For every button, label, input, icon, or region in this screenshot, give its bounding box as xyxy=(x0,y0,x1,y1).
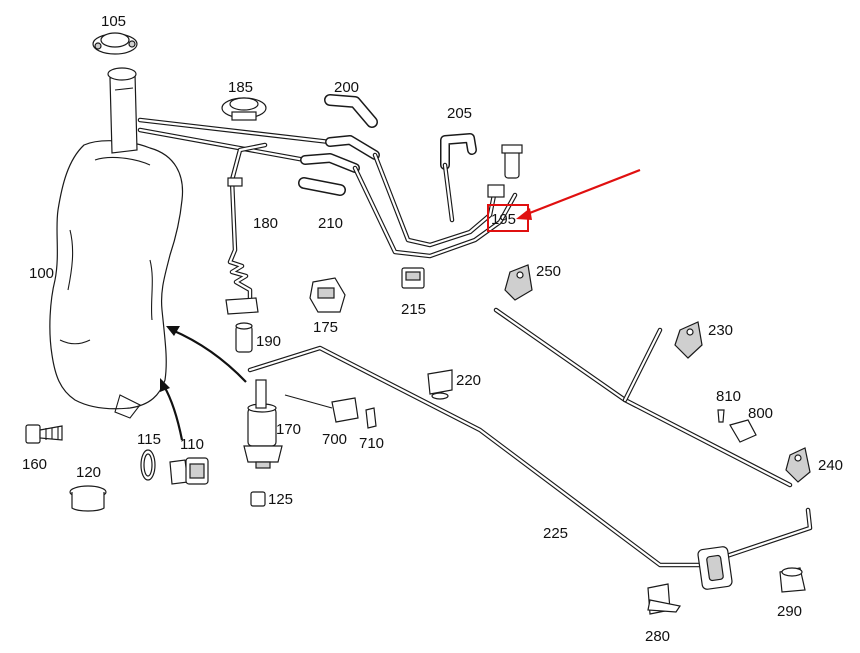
part-240-nozzle xyxy=(785,447,811,483)
label-280: 280 xyxy=(645,628,670,645)
part-710-seal xyxy=(365,407,377,429)
label-230: 230 xyxy=(708,322,733,339)
label-200: 200 xyxy=(334,79,359,96)
part-800-clip xyxy=(729,419,757,443)
part-210-hose xyxy=(298,177,346,196)
part-195-connector xyxy=(487,144,523,198)
label-185: 185 xyxy=(228,79,253,96)
part-225-rear-line xyxy=(247,345,813,568)
part-160-bolt xyxy=(25,424,63,444)
part-205-hose xyxy=(352,133,518,259)
label-110: 110 xyxy=(180,436,204,453)
rear-wiper-lines xyxy=(493,307,793,488)
part-220-clip xyxy=(427,369,453,400)
label-120: 120 xyxy=(76,464,101,481)
label-100: 100 xyxy=(29,265,54,282)
part-125-grommet xyxy=(250,491,266,507)
part-115-seal xyxy=(140,449,156,481)
label-700: 700 xyxy=(322,431,347,448)
label-240: 240 xyxy=(818,457,843,474)
part-225-grommet xyxy=(697,546,733,590)
label-160: 160 xyxy=(22,456,47,473)
label-115: 115 xyxy=(137,431,161,448)
connector-fittings xyxy=(300,135,380,173)
label-125: 125 xyxy=(268,491,293,508)
highlight-arrow xyxy=(516,168,641,220)
label-710: 710 xyxy=(359,435,384,452)
assembly-arrows xyxy=(160,326,247,441)
label-800: 800 xyxy=(748,405,773,422)
part-250-nozzle xyxy=(504,264,533,301)
part-280-clip xyxy=(647,583,681,615)
label-225: 225 xyxy=(543,525,568,542)
part-105-cap xyxy=(92,32,138,55)
label-105: 105 xyxy=(101,13,126,30)
part-810-pin xyxy=(717,409,725,423)
label-290: 290 xyxy=(777,603,802,620)
part-290-clip xyxy=(779,567,806,593)
part-200-hose xyxy=(324,94,378,128)
part-190-sleeve xyxy=(235,322,253,353)
label-250: 250 xyxy=(536,263,561,280)
label-215: 215 xyxy=(401,301,426,318)
part-100-reservoir xyxy=(49,67,184,419)
label-170: 170 xyxy=(276,421,301,438)
part-175-bracket xyxy=(309,277,346,313)
label-190: 190 xyxy=(256,333,281,350)
part-185-grommet xyxy=(221,97,267,121)
part-180-line xyxy=(225,142,268,315)
part-700-sensor xyxy=(284,394,359,423)
label-210: 210 xyxy=(318,215,343,232)
label-205: 205 xyxy=(447,105,472,122)
highlight-box xyxy=(487,204,529,232)
label-175: 175 xyxy=(313,319,338,336)
part-215-clip xyxy=(401,267,425,289)
label-220: 220 xyxy=(456,372,481,389)
label-810: 810 xyxy=(716,388,741,405)
label-195: 195 xyxy=(491,211,516,228)
label-180: 180 xyxy=(253,215,278,232)
part-230-nozzle xyxy=(674,321,703,359)
part-110-sensor xyxy=(169,457,209,485)
part-120-grommet xyxy=(69,485,107,512)
part-170-pump xyxy=(243,379,283,469)
